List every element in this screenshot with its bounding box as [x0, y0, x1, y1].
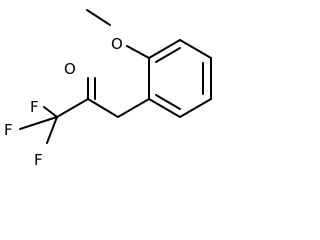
fluorine-top-label: F: [30, 98, 39, 116]
aryl-methylene-bond: [117, 98, 150, 118]
cf3-fluorine-top-bond: [43, 106, 58, 118]
fluorine-left-label: F: [4, 121, 13, 139]
methyl-oxygen-bond: [86, 9, 111, 26]
ring-bond-top-right: [179, 39, 212, 59]
cf3-fluorine-left-bond: [19, 116, 58, 130]
molecule-structure: O O F F F: [4, 9, 212, 169]
structure-diagram: O O F F F: [0, 0, 220, 172]
methoxy-oxygen-label: O: [111, 35, 123, 53]
ring-double-bond-bottom: [155, 94, 181, 110]
oxygen-aryl-bond: [126, 45, 150, 59]
ring-bond-bottom-left: [148, 98, 181, 118]
carbonyl-cf3-bond: [56, 98, 89, 118]
fluorine-bottom-label: F: [34, 151, 43, 169]
ring-bond-bottom-right: [179, 98, 212, 118]
cf3-fluorine-bottom-bond: [46, 116, 58, 144]
ring-double-bond-top: [155, 47, 181, 63]
carbonyl-oxygen-label: O: [64, 60, 76, 78]
ring-bond-top-left: [148, 39, 181, 59]
methylene-carbonyl-bond: [87, 98, 119, 118]
